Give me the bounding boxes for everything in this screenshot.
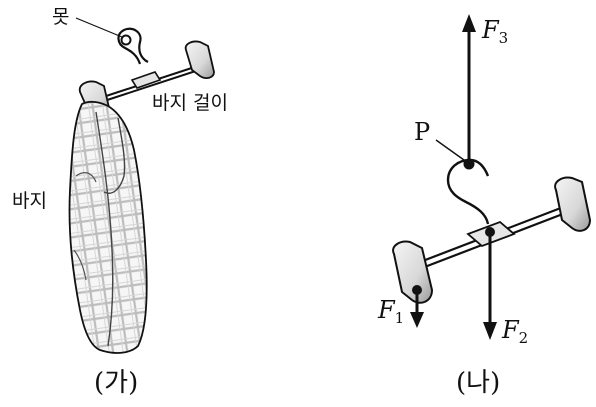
force-f3-label: F3 — [482, 16, 508, 47]
force-f2-arrowhead-icon — [483, 322, 497, 340]
hanger-clip-left-icon — [392, 240, 434, 304]
force-f1-label: F1 — [378, 296, 404, 327]
force-f2-symbol: F — [502, 316, 519, 344]
nail-leader-line — [75, 17, 123, 38]
hanger-clip-right-icon — [184, 40, 215, 79]
force-f1-arrowhead-icon — [410, 312, 424, 328]
nail-icon — [120, 34, 132, 46]
force-f1-subscript: 1 — [394, 309, 405, 327]
hanger-label: 바지 걸이 — [152, 92, 228, 114]
caption-left: (가) — [94, 368, 139, 398]
right-illustration — [392, 14, 592, 340]
left-clip-dot — [412, 285, 422, 295]
force-f3-arrowhead-icon — [462, 14, 476, 32]
force-f2-label: F2 — [502, 316, 528, 347]
force-f2-subscript: 2 — [518, 329, 529, 347]
force-f3-subscript: 3 — [498, 29, 509, 47]
hook-icon — [446, 158, 490, 225]
point-p-dot — [463, 158, 475, 170]
nail-label: 못 — [52, 6, 70, 28]
hook-icon — [117, 27, 149, 65]
pants-crease-icon — [73, 172, 97, 281]
pants-icon — [68, 100, 148, 354]
pants-label: 바지 — [12, 190, 47, 212]
hanger-clip-right-icon — [554, 176, 592, 232]
left-illustration — [68, 17, 215, 354]
point-p-label: P — [414, 118, 431, 146]
force-f3-symbol: F — [482, 16, 499, 44]
point-p-leader-line — [435, 139, 465, 161]
caption-right: (나) — [456, 368, 501, 398]
force-f1-symbol: F — [378, 296, 395, 324]
pants-fold-icon — [95, 111, 126, 347]
hanger-center-icon — [130, 71, 162, 89]
center-dot — [485, 227, 495, 237]
